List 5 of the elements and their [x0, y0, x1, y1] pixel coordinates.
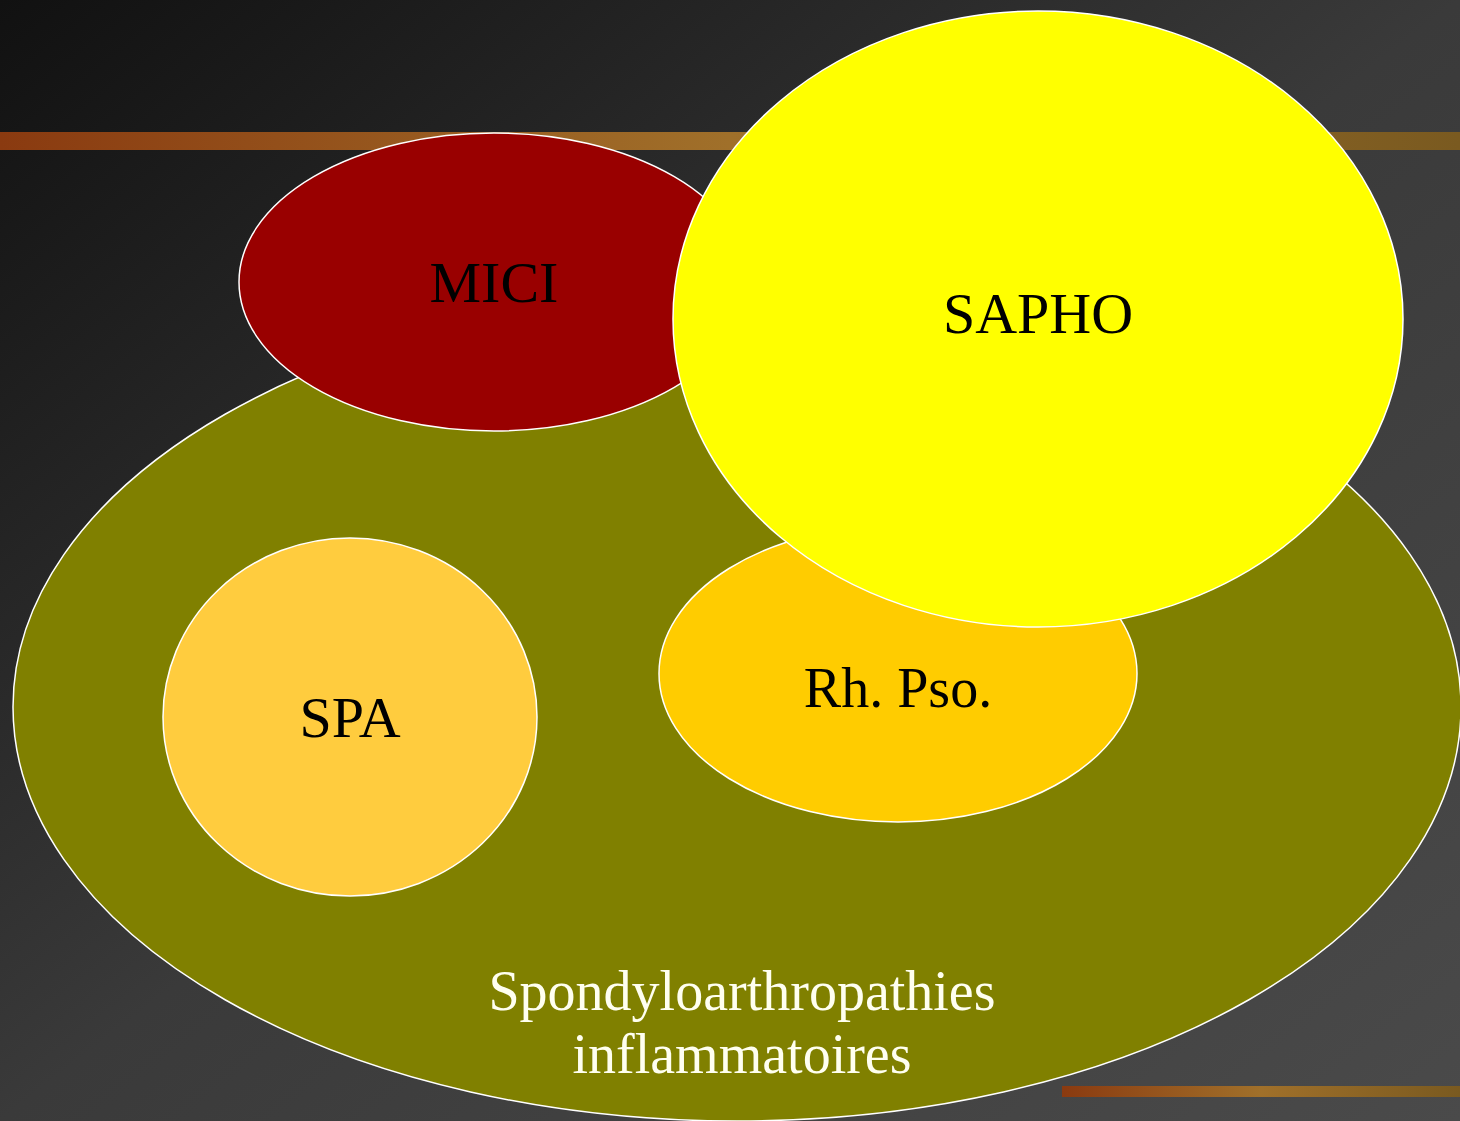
set-label: Spondyloarthropathies inflammatoires	[488, 960, 996, 1086]
set-label: SPA	[299, 683, 401, 752]
set-label: Rh. Pso.	[803, 657, 993, 719]
set-label: SAPHO	[942, 281, 1134, 346]
set-label: MICI	[429, 248, 559, 317]
